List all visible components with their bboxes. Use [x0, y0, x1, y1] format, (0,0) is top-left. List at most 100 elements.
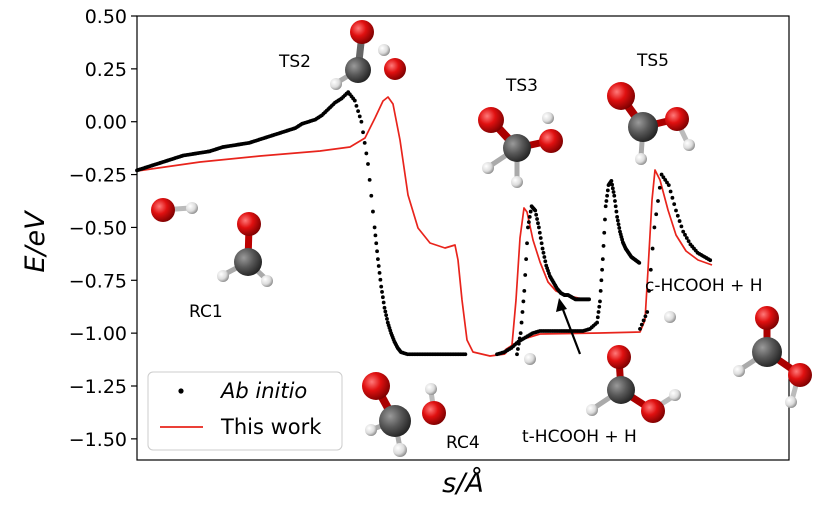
ab-initio-point — [639, 322, 644, 327]
ab-initio-point — [515, 352, 519, 357]
label-ts5: TS5 — [636, 51, 669, 71]
ab-initio-point — [683, 232, 687, 237]
label-rc1: RC1 — [189, 302, 223, 322]
ab-initio-point — [605, 193, 610, 198]
y-tick-label: −0.75 — [69, 270, 127, 292]
ab-initio-point — [684, 236, 689, 240]
this-work-curve-0 — [136, 96, 506, 357]
ab-initio-point — [643, 314, 648, 319]
ab-initio-point — [648, 267, 653, 272]
ab-initio-point — [374, 241, 379, 246]
y-axis-title: E/eV — [20, 209, 51, 273]
ab-initio-point — [668, 189, 673, 194]
ab-initio-point — [542, 255, 547, 259]
arrow-icon — [556, 298, 582, 355]
ab-initio-point — [638, 327, 642, 331]
ab-initio-point — [372, 225, 377, 230]
ab-initio-point — [357, 114, 362, 119]
label-rc4: RC4 — [446, 433, 480, 453]
label-ts2: TS2 — [278, 52, 311, 72]
ab-initio-point — [597, 304, 602, 309]
y-tick-label: −1.25 — [69, 376, 127, 398]
ab-initio-point — [371, 209, 375, 214]
ab-initio-point — [367, 177, 372, 182]
ab-initio-point — [352, 98, 357, 103]
ab-initio-point — [382, 305, 387, 310]
ab-initio-point — [596, 310, 601, 314]
ab-initio-point — [672, 202, 677, 207]
ab-initio-point — [520, 310, 525, 314]
ab-initio-point — [539, 241, 544, 246]
ab-initio-point — [613, 199, 617, 203]
label-t-hcooh: t-HCOOH + H — [522, 427, 637, 447]
y-tick-label: −1.50 — [69, 429, 127, 451]
ab-initio-point — [380, 290, 384, 294]
x-axis-title: s/Å — [442, 467, 484, 499]
ab-initio-point — [373, 233, 378, 238]
ab-initio-point — [522, 288, 527, 293]
ab-initio-point — [595, 320, 599, 325]
ab-initio-point — [378, 277, 383, 282]
ab-initio-point — [708, 258, 713, 263]
ab-initio-point — [526, 220, 531, 225]
molecule-rc4-icon — [362, 372, 446, 457]
ab-initio-point — [613, 204, 618, 209]
legend-dot-marker — [178, 388, 184, 394]
ab-initio-point — [650, 246, 655, 251]
ab-initio-point — [362, 140, 367, 145]
legend-ab-initio: Ab initio — [219, 379, 307, 403]
ab-initio-point — [543, 259, 548, 264]
y-tick-label: −1.00 — [69, 323, 127, 345]
ab-initio-point — [605, 188, 610, 193]
ab-initio-point — [666, 183, 671, 188]
ab-initio-point — [525, 241, 529, 246]
ab-initio-point — [603, 217, 607, 222]
ab-initio-point — [602, 230, 607, 235]
ab-initio-point — [610, 186, 615, 191]
ab-initio-point — [369, 193, 374, 198]
ab-initio-point — [381, 300, 386, 305]
ab-initio-point — [674, 208, 678, 213]
ab-initio-point — [536, 221, 540, 226]
y-tick-label: 0.25 — [85, 59, 127, 81]
y-tick-label: 0.50 — [85, 6, 127, 28]
ab-initio-point — [537, 230, 542, 235]
y-tick-label: −0.25 — [69, 165, 127, 187]
ab-initio-point — [686, 239, 691, 244]
ab-initio-point — [380, 295, 385, 300]
ab-initio-point — [601, 244, 606, 248]
series-this-work — [136, 96, 713, 357]
ab-initio-point — [609, 179, 614, 183]
ab-initio-point — [361, 130, 365, 135]
ab-initio-point — [595, 315, 600, 320]
ab-initio-point — [524, 257, 529, 262]
legend-this-work: This work — [220, 415, 322, 439]
ab-initio-point — [523, 273, 528, 277]
ab-initio-point — [376, 264, 381, 268]
plot-area — [136, 15, 790, 461]
ab-initio-point — [376, 257, 380, 262]
ab-initio-point — [516, 341, 521, 346]
legend: Ab initio This work — [147, 371, 343, 451]
series-ab-initio — [135, 90, 713, 357]
ab-initio-point — [537, 225, 541, 230]
ab-initio-point — [517, 336, 522, 341]
ab-initio-point — [533, 208, 538, 213]
ab-initio-point — [519, 320, 524, 325]
ab-initio-point — [679, 224, 684, 229]
label-c-hcooh: c-HCOOH + H — [645, 276, 763, 296]
ab-initio-point — [383, 309, 388, 314]
ab-initio-point — [359, 119, 364, 124]
ab-initio-point — [617, 226, 622, 230]
ab-initio-point — [637, 260, 642, 265]
ab-initio-point — [615, 214, 620, 219]
ab-initio-point — [366, 162, 370, 166]
molecule-ts2-icon — [330, 20, 406, 90]
ab-initio-point — [526, 225, 530, 230]
ab-initio-point — [541, 250, 546, 255]
ab-initio-point — [518, 331, 523, 336]
label-ts3: TS3 — [505, 76, 538, 96]
molecule-t-hcooh-icon — [524, 345, 681, 423]
ab-initio-point — [534, 212, 539, 217]
